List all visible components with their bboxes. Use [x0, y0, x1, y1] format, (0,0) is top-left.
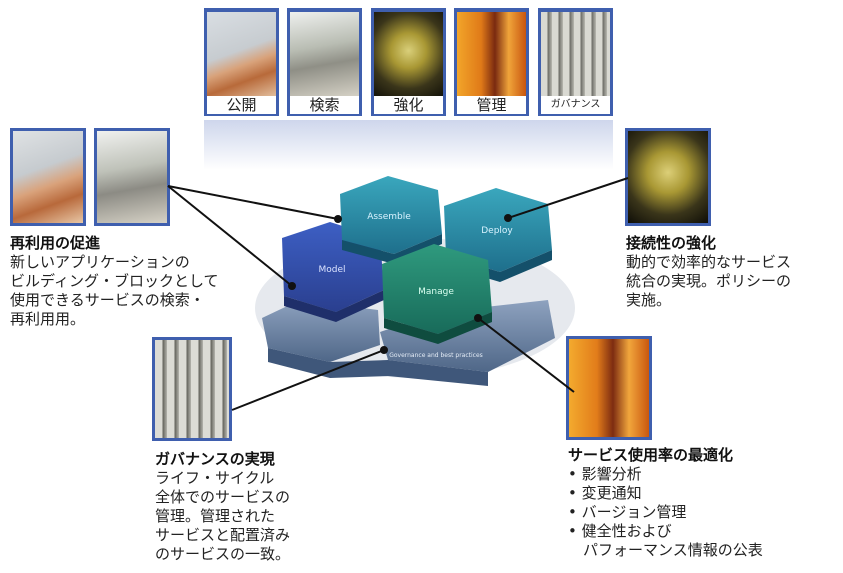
tab-label: ガバナンス: [541, 96, 610, 114]
manage-hexagon-side: [384, 312, 492, 344]
tab-publish[interactable]: 公開: [204, 8, 279, 116]
callout-dot: [474, 314, 482, 322]
optimize-line: • 健全性および: [568, 522, 672, 540]
governance-line: サービスと配置済み: [155, 526, 291, 544]
manage-hexagon: [382, 244, 492, 334]
callout-line-reuse-assemble: [167, 185, 339, 220]
tabs-shadow-band: [204, 120, 613, 170]
tab-label: 管理: [457, 96, 526, 114]
reuse-line: 新しいアプリケーションの: [10, 253, 190, 271]
pen-writing-icon: [97, 131, 167, 223]
governance-line: 管理。管理された: [155, 507, 276, 525]
governance-line: 全体でのサービスの: [155, 488, 291, 506]
callout-line-reuse-model: [167, 185, 293, 287]
tab-label: 強化: [374, 96, 443, 114]
governance-callout: ガバナンスの実現 ライフ・サイクル 全体でのサービスの 管理。管理された サービ…: [155, 450, 290, 564]
base-edge: [268, 348, 488, 386]
tab-governance[interactable]: ガバナンス: [538, 8, 613, 116]
pen-writing-icon: [290, 12, 359, 98]
model-hexagon-side: [284, 290, 384, 322]
reuse-callout: 再利用の促進 新しいアプリケーションの ビルディング・ブロックとして 使用できる…: [10, 234, 219, 329]
tab-label: 公開: [207, 96, 276, 114]
connect-line: 実施。: [626, 291, 672, 309]
optimize-line: • 変更通知: [568, 484, 642, 502]
connect-callout: 接続性の強化 動的で効率的なサービス 統合の実現。ポリシーの 実施。: [626, 234, 791, 310]
deploy-label: Deploy: [481, 226, 513, 236]
assemble-hexagon: [340, 176, 442, 254]
deploy-hexagon: [444, 188, 552, 272]
columns-icon: [541, 12, 610, 98]
connect-title: 接続性の強化: [626, 234, 717, 252]
tab-enhance[interactable]: 強化: [371, 8, 446, 116]
optimize-line: • 影響分析: [568, 465, 642, 483]
optimize-title: サービス使用率の最適化: [568, 446, 734, 464]
reuse-line: 使用できるサービスの検索・: [10, 291, 205, 309]
optimize-callout: サービス使用率の最適化 • 影響分析 • 変更通知 • バージョン管理 • 健全…: [568, 446, 763, 560]
tab-label: 検索: [290, 96, 359, 114]
optimize-line: パフォーマンス情報の公表: [568, 541, 763, 559]
newspaper-icon: [207, 12, 276, 98]
governance-thumb-columns: [152, 337, 232, 441]
puzzle-pieces-icon: [374, 12, 443, 98]
assemble-hexagon-side: [342, 234, 442, 264]
reuse-thumb-newspaper: [10, 128, 86, 226]
reuse-line: 再利用用。: [10, 310, 86, 328]
base-hexagon-left: [262, 300, 380, 362]
manage-label: Manage: [418, 287, 454, 297]
callout-dot: [334, 215, 342, 223]
chess-pieces-icon: [457, 12, 526, 98]
callout-dot: [288, 282, 296, 290]
chess-pieces-icon: [569, 339, 649, 437]
callout-dot: [380, 346, 388, 354]
callout-dot: [504, 214, 512, 222]
model-label: Model: [318, 265, 345, 275]
assemble-label: Assemble: [367, 212, 411, 222]
tab-search[interactable]: 検索: [287, 8, 362, 116]
newspaper-icon: [13, 131, 83, 223]
puzzle-pieces-icon: [628, 131, 708, 223]
base-label: Governance and best practices: [389, 352, 483, 359]
connect-thumb-puzzle: [625, 128, 711, 226]
optimize-line: • バージョン管理: [568, 503, 687, 521]
columns-icon: [155, 340, 229, 438]
governance-line: のサービスの一致。: [155, 545, 291, 563]
governance-title: ガバナンスの実現: [155, 450, 275, 468]
governance-line: ライフ・サイクル: [155, 469, 275, 487]
callout-line-connect: [507, 177, 629, 219]
reuse-line: ビルディング・ブロックとして: [10, 272, 219, 290]
optimize-thumb-chess: [566, 336, 652, 440]
tab-manage[interactable]: 管理: [454, 8, 529, 116]
connect-line: 統合の実現。ポリシーの: [626, 272, 792, 290]
callout-line-governance: [231, 349, 385, 411]
callout-line-optimize: [477, 317, 575, 393]
reuse-title: 再利用の促進: [10, 234, 101, 252]
reuse-thumb-pen: [94, 128, 170, 226]
connect-line: 動的で効率的なサービス: [626, 253, 792, 271]
